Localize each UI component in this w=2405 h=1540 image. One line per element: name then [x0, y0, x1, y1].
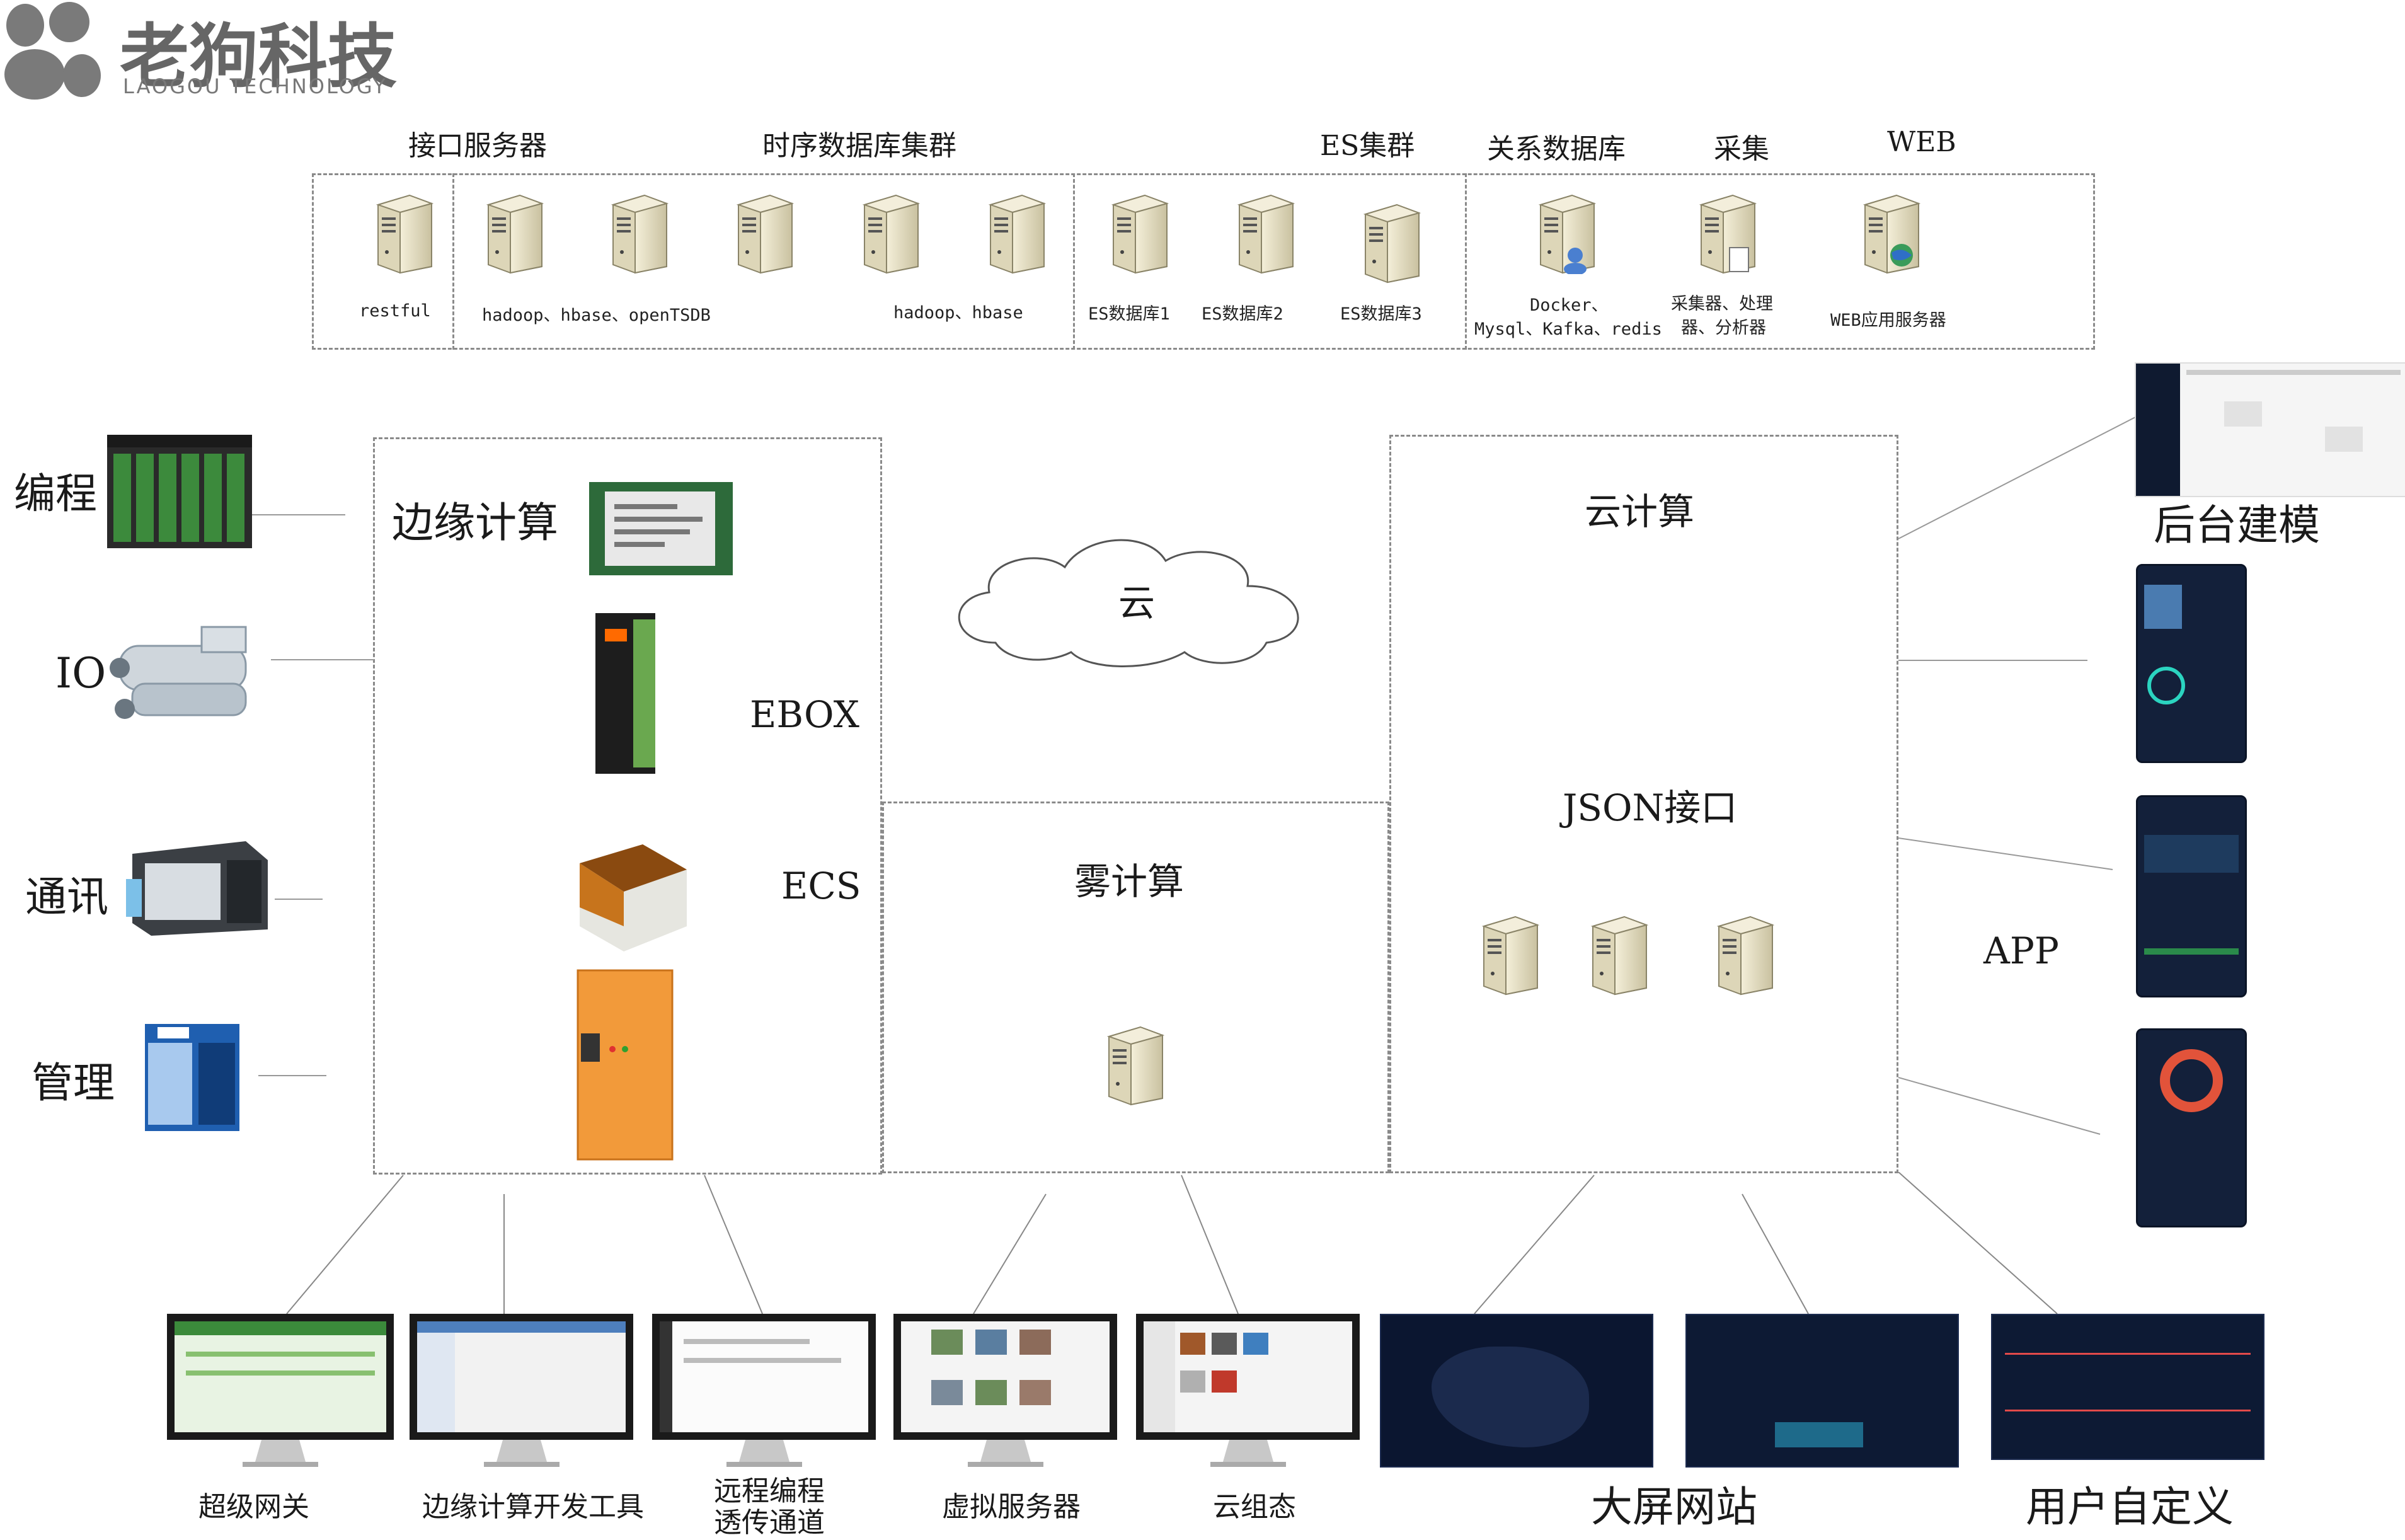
- device-label-management: 管理: [32, 1059, 115, 1107]
- connector-line: [258, 1075, 326, 1076]
- cloud-label: 云: [1118, 582, 1156, 624]
- label-hadoop-opentsdb: hadoop、hbase、openTSDB: [482, 306, 711, 325]
- server-icon: [984, 192, 1047, 274]
- chiller-icon: [110, 626, 247, 719]
- ebox-label: EBOX: [750, 693, 859, 736]
- label-custom: 用户自定义: [2026, 1483, 2234, 1531]
- device-label-communication: 通讯: [25, 873, 108, 921]
- label-edge-dev-tool: 边缘计算开发工具: [422, 1491, 644, 1523]
- label-es1: ES数据库1: [1088, 304, 1170, 324]
- logo-cn: 老狗科技: [120, 16, 397, 97]
- app-screenshot-1: [2136, 564, 2247, 763]
- header-es-cluster: ES集群: [1320, 130, 1415, 162]
- control-cabinet-icon: [577, 969, 674, 1161]
- server-icon: [607, 192, 670, 274]
- device-label-programming: 编程: [14, 469, 97, 518]
- backend-modeling-label: 后台建模: [2154, 501, 2320, 549]
- label-cloud-scada: 云组态: [1213, 1491, 1296, 1523]
- cnc-machine-icon: [126, 841, 268, 936]
- header-tsdb-cluster: 时序数据库集群: [762, 130, 956, 162]
- right-connectors: [1898, 415, 2138, 1135]
- ecs-label: ECS: [781, 865, 861, 907]
- server-icon: [372, 192, 435, 274]
- edge-title: 边缘计算: [392, 498, 558, 547]
- server-icon: [1478, 914, 1541, 996]
- app-screenshot-2: [2136, 795, 2247, 997]
- server-user-icon: [1534, 192, 1597, 274]
- label-virtual-server: 虚拟服务器: [942, 1491, 1081, 1523]
- fog-title: 雾计算: [1074, 860, 1185, 903]
- connector-line: [252, 514, 345, 515]
- label-rel-line2: Mysql、Kafka、redis: [1474, 319, 1662, 339]
- connector-line: [345, 659, 374, 660]
- bottom-connectors: [286, 1172, 2058, 1314]
- label-hadoop-hbase: hadoop、hbase: [893, 303, 1023, 323]
- label-restful: restful: [359, 301, 431, 321]
- monitor-edge-dev-tool: [410, 1314, 633, 1467]
- paw-logo-icon: [4, 2, 101, 100]
- monitor-cloud-scada: [1136, 1314, 1360, 1467]
- cloud-computing-box: [1389, 435, 1898, 1173]
- edge-computing-box: [373, 437, 882, 1175]
- connector-line: [275, 899, 323, 900]
- label-rel-line1: Docker、: [1530, 296, 1609, 315]
- ebox-device-icon: [595, 613, 655, 774]
- divider: [1073, 173, 1075, 350]
- label-es3: ES数据库3: [1340, 304, 1422, 324]
- label-es2: ES数据库2: [1202, 304, 1283, 324]
- ecs-device-icon: [580, 844, 687, 951]
- divider: [1465, 173, 1467, 350]
- label-col-line2: 器、分析器: [1681, 318, 1766, 338]
- big-screen-custom: [1991, 1314, 2264, 1460]
- big-screen-detail: [1685, 1314, 1959, 1468]
- monitor-remote-programming: [652, 1314, 876, 1467]
- cloud-compute-title: 云计算: [1585, 490, 1695, 533]
- label-super-gateway: 超级网关: [198, 1491, 309, 1523]
- label-web-server: WEB应用服务器: [1830, 311, 1946, 330]
- header-collection: 采集: [1714, 133, 1769, 165]
- json-interface-label: JSON接口: [1563, 786, 1738, 829]
- plc-rack-icon: [107, 435, 252, 548]
- monitor-virtual-server: [893, 1314, 1117, 1467]
- server-icon: [482, 192, 545, 274]
- label-remote-programming-1: 远程编程: [714, 1475, 825, 1507]
- server-icon: [1233, 192, 1296, 274]
- header-interface-server: 接口服务器: [408, 130, 547, 162]
- server-icon: [1359, 202, 1422, 284]
- cloud-icon: [958, 539, 1299, 667]
- label-col-line1: 采集器、处理: [1671, 294, 1773, 314]
- app-label: APP: [1983, 929, 2059, 972]
- server-cluster-box: [312, 173, 2095, 350]
- air-compressor-icon: [145, 1024, 239, 1131]
- device-label-io: IO: [55, 649, 106, 698]
- app-screenshot-3: [2136, 1028, 2247, 1227]
- label-big-screen: 大屏网站: [1591, 1483, 1757, 1531]
- server-globe-icon: [1859, 192, 1922, 274]
- server-icon: [858, 192, 921, 274]
- server-doc-icon: [1695, 192, 1758, 274]
- server-icon: [1103, 1024, 1166, 1106]
- server-icon: [1713, 914, 1776, 996]
- server-icon: [732, 192, 795, 274]
- big-screen-map: [1380, 1314, 1653, 1468]
- monitor-super-gateway: [167, 1314, 394, 1467]
- server-icon: [1587, 914, 1650, 996]
- divider: [452, 173, 454, 350]
- backend-screenshot: [2135, 362, 2405, 497]
- logo-en: LAOGOU TECHNOLOGY: [123, 74, 387, 98]
- wireless-module-icon: [589, 482, 733, 575]
- header-web: WEB: [1887, 126, 1956, 158]
- label-remote-programming-2: 透传通道: [714, 1507, 825, 1539]
- connector-line: [271, 659, 370, 660]
- fog-computing-box: [882, 802, 1389, 1173]
- header-relational-db: 关系数据库: [1487, 133, 1626, 165]
- server-icon: [1107, 192, 1170, 274]
- logo: 老狗科技 LAOGOU TECHNOLOGY: [0, 0, 397, 107]
